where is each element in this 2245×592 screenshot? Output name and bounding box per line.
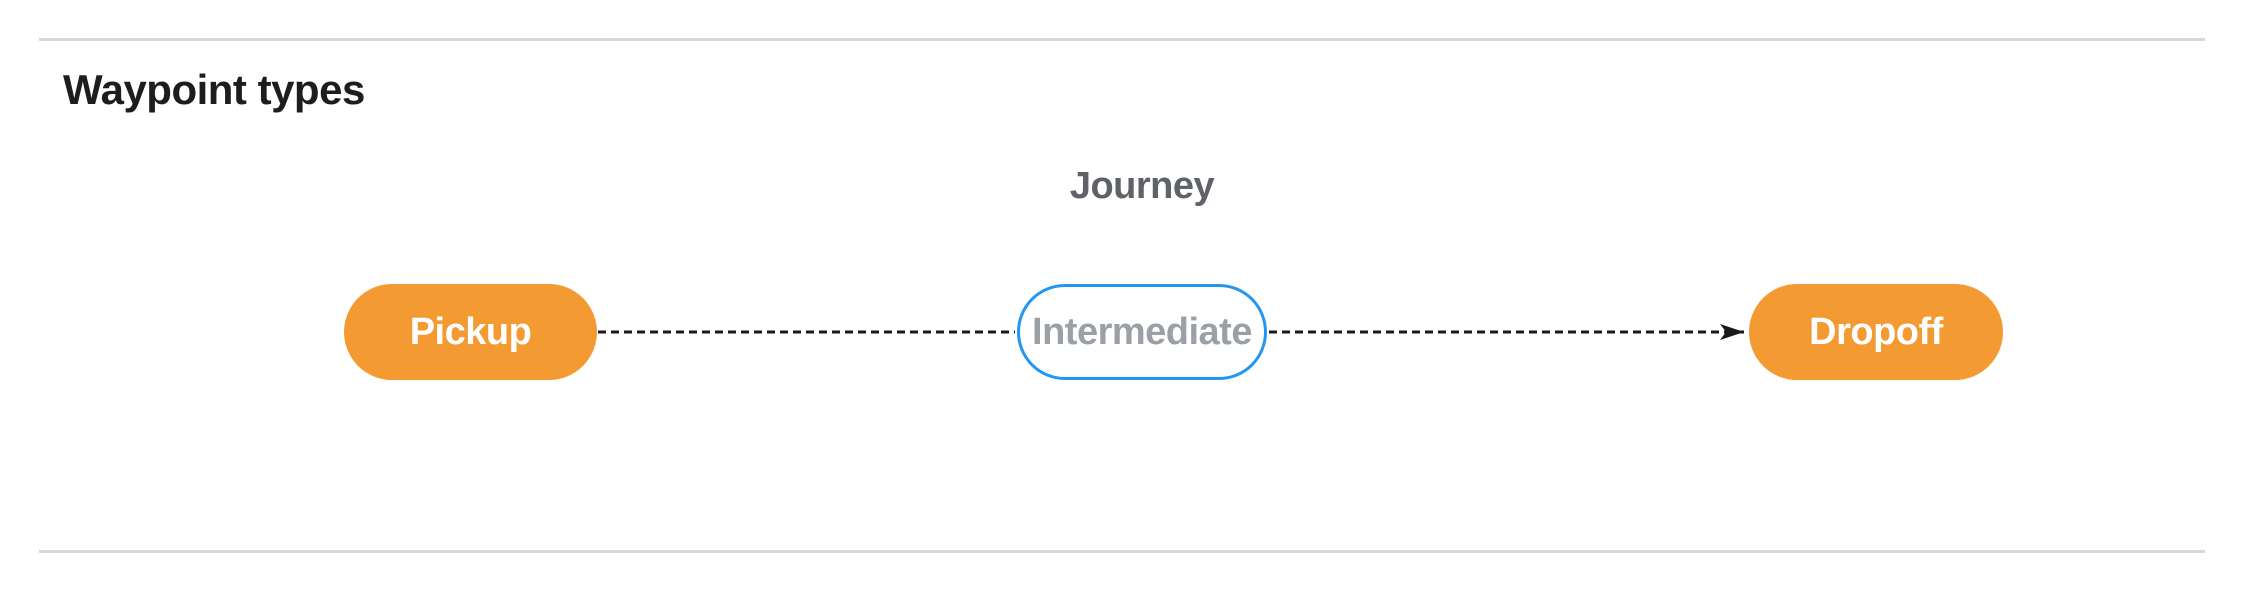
node-dropoff: Dropoff [1749, 284, 2003, 380]
section-title: Waypoint types [63, 66, 365, 113]
node-intermediate: Intermediate [1017, 284, 1267, 380]
node-pickup: Pickup [344, 284, 597, 380]
figure-title: Journey [1069, 165, 1215, 207]
top-divider [39, 38, 2205, 41]
node-pickup-label: Pickup [409, 310, 532, 353]
node-dropoff-label: Dropoff [1809, 310, 1943, 353]
bottom-divider [39, 550, 2205, 553]
node-intermediate-label: Intermediate [1032, 310, 1252, 353]
